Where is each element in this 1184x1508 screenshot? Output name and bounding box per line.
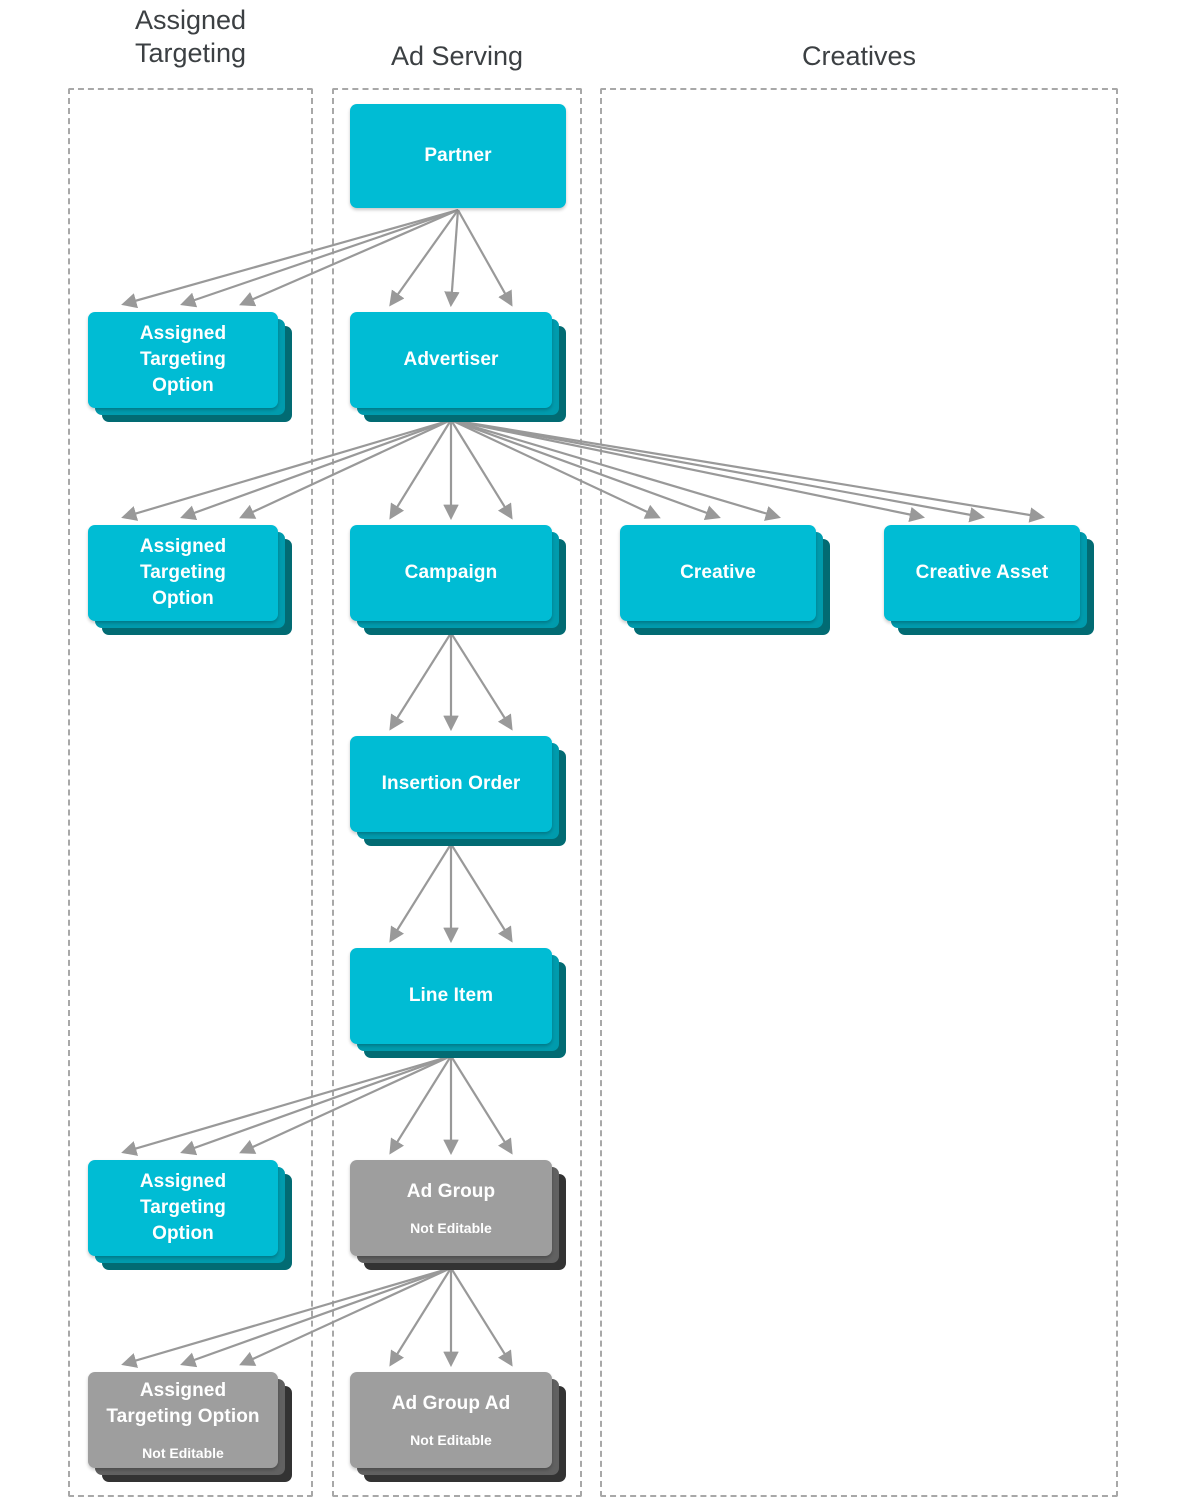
node-card-advertiser[interactable]: Advertiser bbox=[350, 312, 552, 408]
node-advertiser[interactable]: Advertiser bbox=[350, 312, 566, 422]
node-card-ato-2[interactable]: Assigned Targeting Option bbox=[88, 525, 278, 621]
node-insertion-order[interactable]: Insertion Order bbox=[350, 736, 566, 846]
node-badge-not-editable-ato-4: Not Editable bbox=[142, 1445, 224, 1461]
lane-assigned-targeting bbox=[68, 88, 313, 1497]
node-ad-group-ad[interactable]: Ad Group Ad Not Editable bbox=[350, 1372, 566, 1482]
node-card-creative-asset[interactable]: Creative Asset bbox=[884, 525, 1080, 621]
node-label-campaign: Campaign bbox=[404, 562, 498, 583]
node-label-creative-asset: Creative Asset bbox=[915, 562, 1049, 583]
node-card-campaign[interactable]: Campaign bbox=[350, 525, 552, 621]
node-creative[interactable]: Creative bbox=[620, 525, 830, 635]
lane-title-ad-serving: Ad Serving bbox=[390, 41, 524, 71]
lane-title-creatives: Creatives bbox=[801, 41, 917, 71]
node-campaign[interactable]: Campaign bbox=[350, 525, 566, 635]
node-card-ato-3[interactable]: Assigned Targeting Option bbox=[88, 1160, 278, 1256]
node-ato-1[interactable]: Assigned Targeting Option bbox=[88, 312, 292, 422]
node-card-creative[interactable]: Creative bbox=[620, 525, 816, 621]
node-label-advertiser: Advertiser bbox=[403, 349, 499, 370]
lane-title-assigned-targeting: Assigned Targeting bbox=[134, 5, 247, 68]
node-ato-3[interactable]: Assigned Targeting Option bbox=[88, 1160, 292, 1270]
node-label-ad-group-ad: Ad Group Ad bbox=[391, 1393, 511, 1414]
node-label-ato-1: Assigned Targeting Option bbox=[139, 323, 227, 396]
node-label-ato-4: Assigned Targeting Option bbox=[106, 1380, 260, 1427]
node-label-line-item: Line Item bbox=[408, 985, 494, 1006]
node-card-insertion-order[interactable]: Insertion Order bbox=[350, 736, 552, 832]
lane-ad-serving bbox=[332, 88, 582, 1497]
node-label-creative: Creative bbox=[680, 562, 756, 583]
node-badge-not-editable-ad-group-ad: Not Editable bbox=[410, 1432, 492, 1448]
node-label-ato-3: Assigned Targeting Option bbox=[139, 1171, 227, 1244]
node-card-ad-group-ad[interactable]: Ad Group Ad Not Editable bbox=[350, 1372, 552, 1468]
node-label-partner: Partner bbox=[424, 145, 492, 166]
node-card-partner[interactable]: Partner bbox=[350, 104, 566, 208]
node-partner[interactable]: Partner bbox=[350, 104, 566, 208]
node-badge-not-editable-ad-group: Not Editable bbox=[410, 1220, 492, 1236]
node-card-ato-1[interactable]: Assigned Targeting Option bbox=[88, 312, 278, 408]
node-label-ad-group: Ad Group bbox=[406, 1181, 496, 1202]
node-label-insertion-order: Insertion Order bbox=[381, 773, 521, 794]
node-label-ato-2: Assigned Targeting Option bbox=[139, 536, 227, 609]
node-line-item[interactable]: Line Item bbox=[350, 948, 566, 1058]
lane-creatives bbox=[600, 88, 1118, 1497]
node-creative-asset[interactable]: Creative Asset bbox=[884, 525, 1094, 635]
node-card-line-item[interactable]: Line Item bbox=[350, 948, 552, 1044]
node-ato-2[interactable]: Assigned Targeting Option bbox=[88, 525, 292, 635]
